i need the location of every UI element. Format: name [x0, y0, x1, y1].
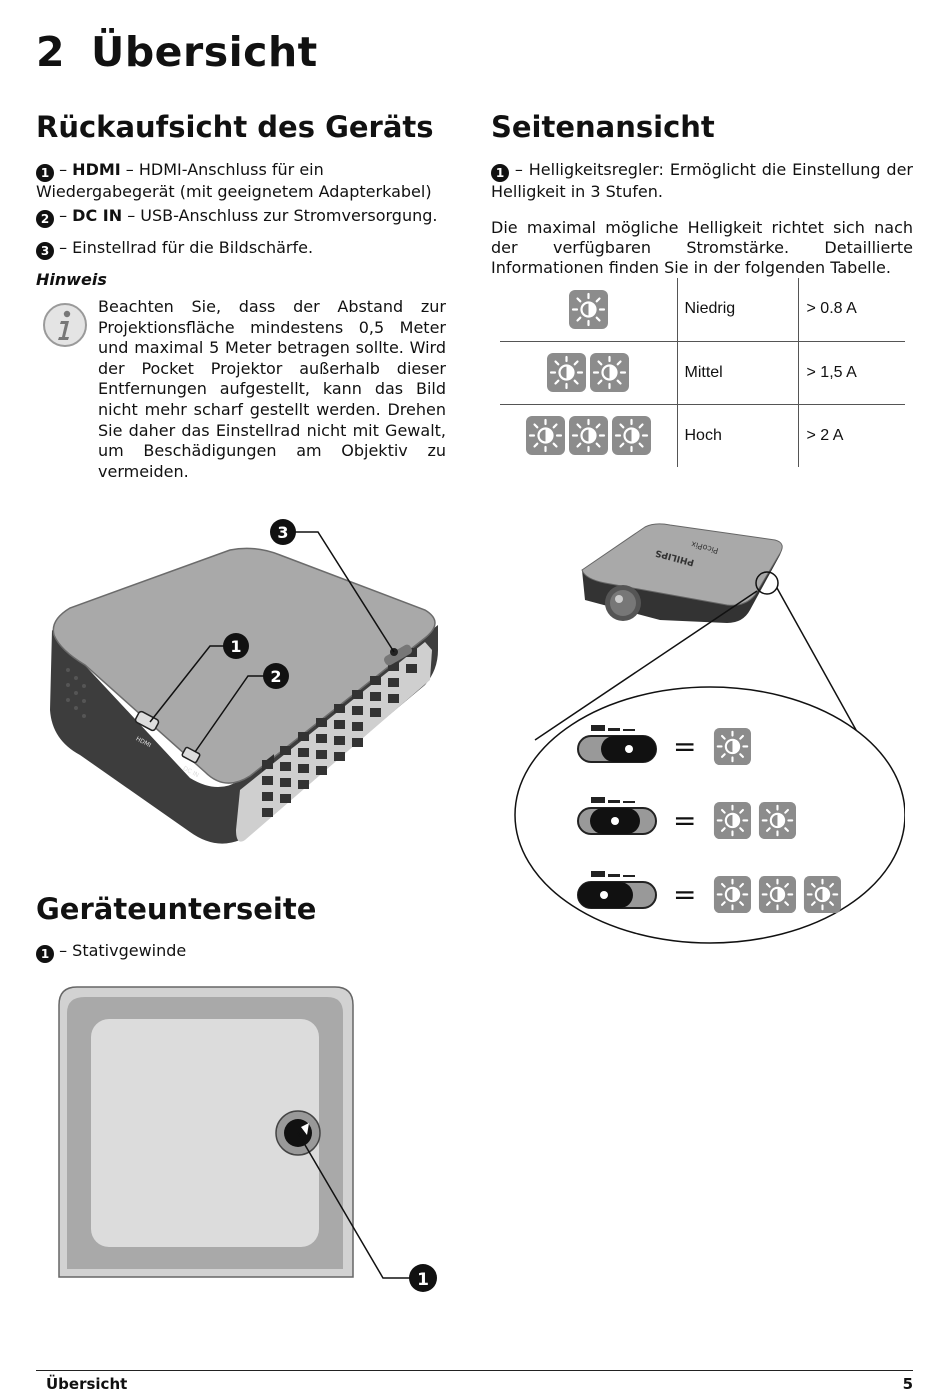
callout-badge: 1 [36, 164, 54, 182]
brightness-level: Niedrig [677, 278, 799, 341]
chapter-name: Übersicht [91, 28, 318, 76]
svg-text:=: = [673, 804, 696, 837]
callout-badge: 1 [36, 945, 54, 963]
section-title-side: Seitenansicht [491, 110, 715, 144]
current-value: > 2 A [798, 403, 905, 467]
table-row: Niedrig > 0.8 A [500, 278, 905, 341]
callout-1: 1 [223, 633, 249, 659]
footer-divider [36, 1370, 913, 1371]
brightness-icon [567, 288, 609, 330]
callout-badge: 1 [491, 164, 509, 182]
brightness-icon [546, 352, 588, 393]
info-icon [43, 303, 87, 347]
bottom-item-1: 1 – Stativgewinde [36, 941, 186, 963]
brightness-icon [567, 415, 609, 457]
brightness-table: Niedrig > 0.8 A Mittel > 1,5 A Hoch > 2 … [500, 278, 905, 467]
rear-item-2-text: USB-Anschluss zur Stromversorgung. [140, 206, 438, 225]
callout-badge: 2 [36, 210, 54, 228]
switch-high: = [577, 871, 696, 911]
callout-label: 1 [230, 637, 241, 656]
callout-label: 1 [417, 1270, 429, 1290]
callout-badge: 3 [36, 242, 54, 260]
projector-side-illustration: PHILIPS PicoPix = = = [514, 523, 905, 944]
callout-2: 2 [263, 663, 289, 689]
rear-item-3: 3 – Einstellrad für die Bildschärfe. [36, 238, 458, 260]
brightness-icon [802, 874, 843, 915]
brightness-icon [712, 800, 753, 841]
brightness-level: Mittel [677, 340, 799, 404]
rear-item-3-text: Einstellrad für die Bildschärfe. [72, 238, 314, 257]
callout-label: 2 [270, 667, 281, 686]
table-row: Hoch > 2 A [500, 403, 905, 467]
note-heading: Hinweis [36, 270, 107, 289]
rear-item-1: 1 – HDMI – HDMI-Anschluss für ein Wieder… [36, 160, 432, 201]
svg-text:=: = [673, 730, 696, 763]
side-item-1: 1 – Helligkeitsregler: Ermöglicht die Ei… [491, 160, 913, 201]
brightness-icon [712, 874, 753, 915]
page-number: 5 [902, 1375, 913, 1393]
brightness-icon [757, 874, 798, 915]
rear-item-1-label: HDMI [72, 160, 121, 179]
callout-label: 3 [277, 523, 288, 542]
brightness-icon [524, 415, 566, 457]
chapter-number: 2 [36, 28, 66, 76]
section-title-rear: Rückaufsicht des Geräts [36, 110, 434, 144]
current-value: > 0.8 A [806, 300, 857, 318]
switch-low: = [577, 725, 696, 763]
brightness-icon [757, 800, 798, 841]
svg-text:=: = [673, 878, 696, 911]
projector-bottom-illustration: 1 [58, 986, 437, 1292]
brightness-icons-cell [500, 403, 678, 467]
table-row: Mittel > 1,5 A [500, 340, 905, 404]
brightness-icons-cell [500, 278, 678, 341]
side-item-1-text: Helligkeitsregler: Ermöglicht die Einste… [491, 160, 913, 201]
rear-item-1-text: HDMI-Anschluss für ein Wiedergabegerät (… [36, 160, 432, 201]
callout-1: 1 [409, 1264, 437, 1292]
current-value: > 1,5 A [798, 340, 905, 404]
brightness-icon [589, 352, 631, 393]
brightness-icon [712, 726, 753, 767]
bottom-item-1-text: Stativgewinde [72, 941, 187, 960]
callout-3: 3 [270, 519, 296, 545]
side-paragraph: Die maximal mögliche Helligkeit richtet … [491, 218, 913, 277]
chapter-title: 2 Übersicht [36, 28, 318, 76]
projector-rear-illustration: HDMI DC IN 1 2 3 [50, 519, 438, 844]
switch-mid: = [577, 797, 696, 837]
brightness-icons-cell [500, 340, 678, 404]
brightness-level: Hoch [677, 403, 799, 467]
footer-section-name: Übersicht [46, 1375, 128, 1393]
rear-item-2: 2 – DC IN – USB-Anschluss zur Stromverso… [36, 206, 458, 228]
section-title-bottom: Geräteunterseite [36, 892, 317, 926]
rear-item-2-label: DC IN [72, 206, 123, 225]
brightness-icon [610, 415, 652, 457]
note-text: Beachten Sie, dass der Abstand zur Proje… [98, 297, 446, 481]
